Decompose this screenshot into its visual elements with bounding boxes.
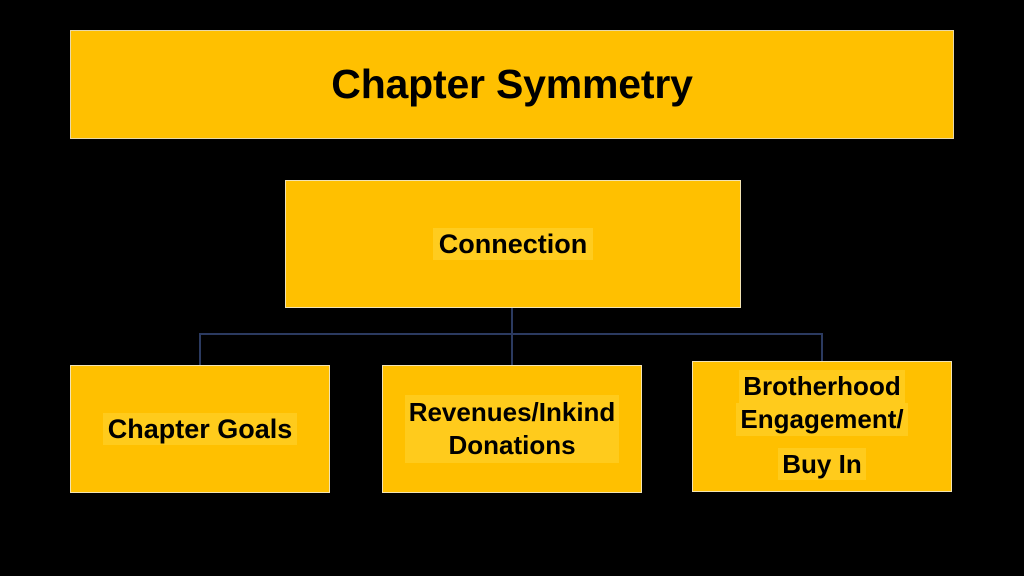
node-brotherhood-engagement[interactable]: Brotherhood Engagement/ Buy In	[692, 361, 952, 492]
node-chapter-goals-label: Chapter Goals	[102, 412, 298, 446]
connector-root-stem	[511, 308, 513, 335]
node-connection[interactable]: Connection	[285, 180, 741, 308]
node-revenues-label: Revenues/Inkind Donations	[404, 394, 620, 464]
page-title: Chapter Symmetry	[331, 60, 693, 107]
node-revenues-line-1: Revenues/Inkind	[408, 396, 616, 427]
connector-drop-left	[199, 333, 201, 366]
node-revenues-inkind-donations[interactable]: Revenues/Inkind Donations	[382, 365, 642, 493]
node-brotherhood-line-3: Buy In	[778, 447, 866, 481]
node-chapter-goals[interactable]: Chapter Goals	[70, 365, 330, 493]
connector-drop-right	[821, 333, 823, 362]
node-brotherhood-label: Brotherhood Engagement/ Buy In	[693, 370, 951, 481]
node-brotherhood-line-1: Brotherhood	[739, 370, 905, 403]
node-brotherhood-line-2: Engagement/	[736, 402, 908, 436]
slide-title-box: Chapter Symmetry	[70, 30, 954, 139]
connector-drop-middle	[511, 333, 513, 366]
node-revenues-line-2: Donations	[448, 430, 576, 460]
node-connection-label: Connection	[432, 227, 594, 261]
